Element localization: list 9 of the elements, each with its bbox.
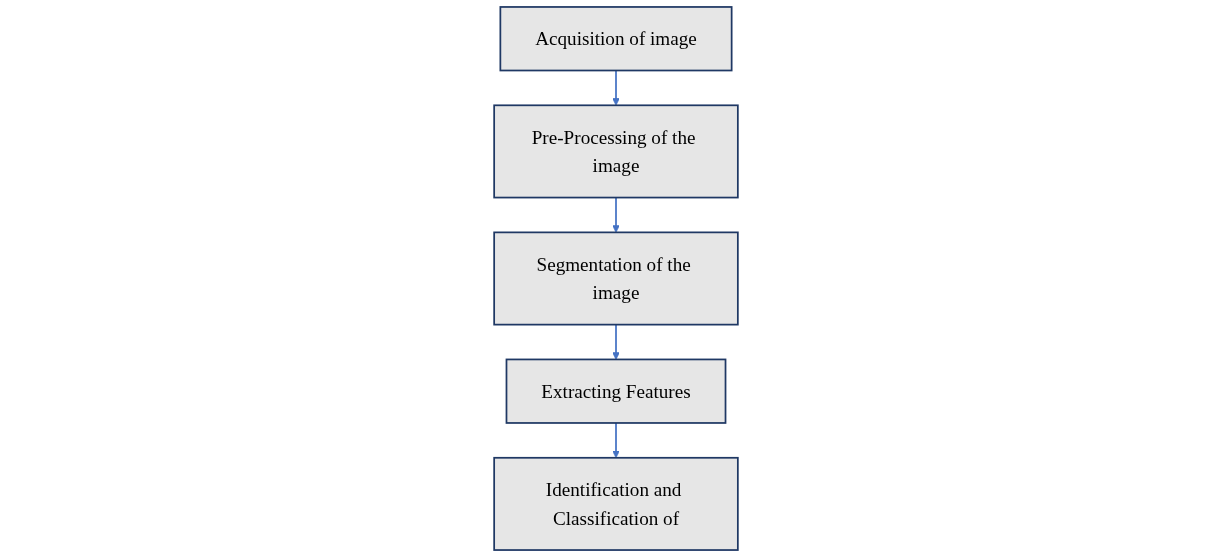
node-box: Extracting Features [505, 358, 727, 424]
node-box: Segmentation of the image [493, 231, 739, 326]
arrow [612, 69, 620, 106]
arrow [612, 422, 620, 459]
arrow [612, 196, 620, 233]
node-box: Identification and Classification of [493, 456, 739, 551]
node-box: Pre-Processing of the image [493, 104, 739, 199]
node-box: Acquisition of image [499, 6, 733, 72]
arrow [612, 323, 620, 360]
